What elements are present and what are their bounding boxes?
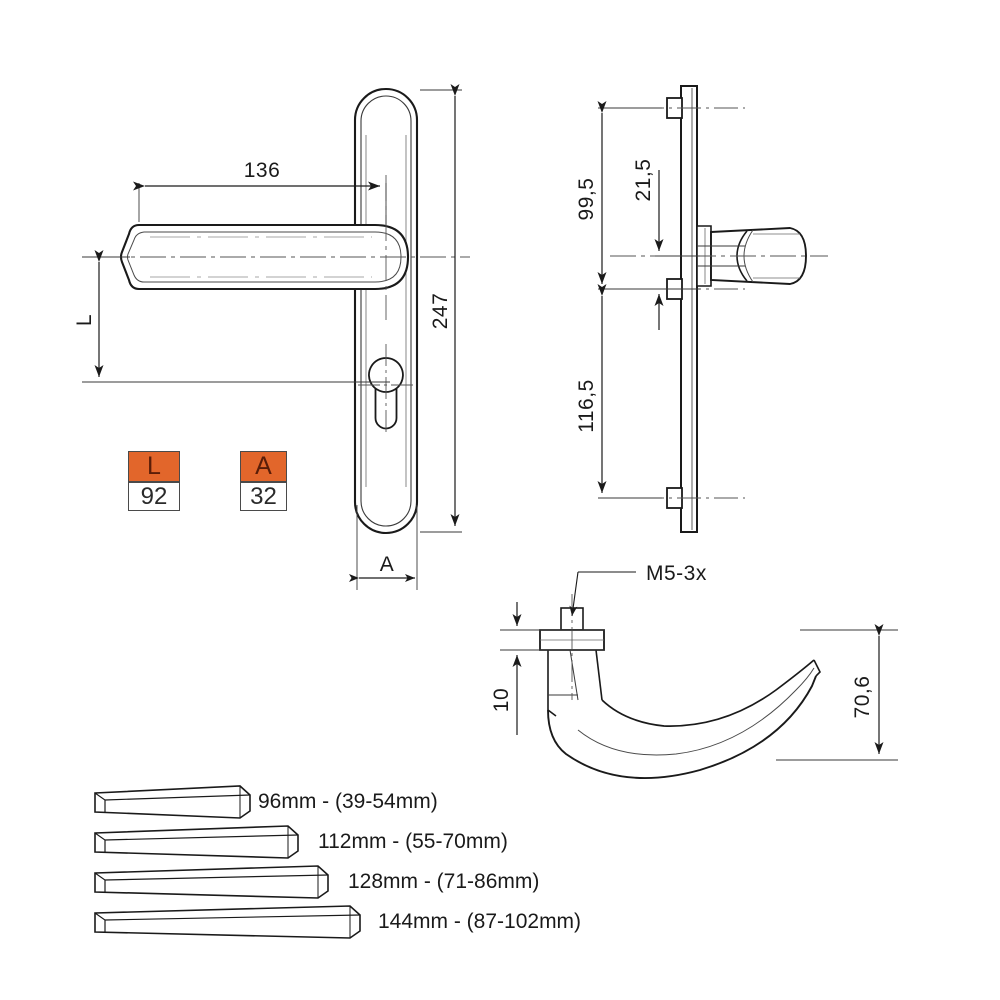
badge-A-value-box: 32: [240, 482, 287, 511]
dim-116-5: 116,5: [575, 284, 662, 499]
dim-10-label: 10: [490, 688, 513, 712]
dim-116-5-label: 116,5: [575, 379, 598, 433]
keyhole-round-top: [368, 357, 404, 393]
lever-barrel-side: [710, 227, 807, 285]
badge-L-value-box: 92: [128, 482, 180, 511]
dim-136: 136: [133, 159, 387, 225]
badge-A-header: A: [240, 451, 287, 482]
lever-neck-edge-line: [569, 649, 579, 701]
lever-curve-highlight: [577, 667, 815, 756]
spindle-bar-128: [94, 865, 329, 899]
badge-A-symbol: A: [255, 452, 272, 480]
spindle-bar-112: [94, 825, 299, 859]
lever-detail-geometry: [539, 594, 821, 779]
front-view-geometry: [100, 88, 470, 534]
lever-neck-right: [595, 649, 603, 701]
dim-A: A: [349, 505, 418, 590]
spindle-option-label-112: 112mm - (55-70mm): [318, 830, 508, 853]
backplate-outline: [353, 88, 419, 534]
dim-70-6: 70,6: [776, 624, 898, 761]
dim-A-label: A: [380, 553, 395, 576]
dim-L-label: L: [73, 314, 96, 326]
dim-21-5-label: 21,5: [632, 159, 655, 202]
badge-L-symbol: L: [147, 452, 161, 480]
spindle-option-label-128: 128mm - (71-86mm): [348, 870, 539, 893]
badge-A-value: 32: [250, 482, 277, 510]
dim-247-label: 247: [429, 293, 452, 330]
dim-L: L: [73, 250, 390, 383]
callout-m5: M5-3x: [569, 562, 707, 617]
spindle-bar-144: [94, 905, 361, 939]
side-backplate: [680, 85, 698, 533]
dim-70-6-label: 70,6: [851, 676, 874, 719]
lever-tip-cap: [813, 659, 821, 677]
dim-99-5: 99,5: [575, 101, 662, 290]
spindle-option-bars: 96mm - (39-54mm) 112mm - (55-70mm) 128mm…: [94, 785, 581, 939]
callout-m5-leader: [569, 571, 579, 617]
badge-L-header: L: [128, 451, 180, 482]
dim-21-5: 21,5: [632, 159, 700, 330]
dim-99-5-label: 99,5: [575, 178, 598, 221]
dim-136-label: 136: [244, 159, 281, 182]
lever-curve-inner: [601, 659, 815, 727]
lever-neck-left: [547, 650, 557, 717]
badge-L-value: 92: [140, 482, 168, 510]
callout-m5-label: M5-3x: [646, 562, 707, 585]
spindle-option-label-144: 144mm - (87-102mm): [378, 910, 581, 933]
spindle-bar-96: [94, 785, 251, 819]
dim-10: 10: [490, 602, 605, 735]
spindle-option-label-96: 96mm - (39-54mm): [258, 790, 438, 813]
backplate-bevel: [360, 95, 412, 527]
lever-inner-profile: [127, 231, 402, 283]
lever-curve-outer: [547, 675, 817, 779]
dim-247: 247: [420, 84, 462, 533]
side-view-geometry: [610, 85, 828, 533]
